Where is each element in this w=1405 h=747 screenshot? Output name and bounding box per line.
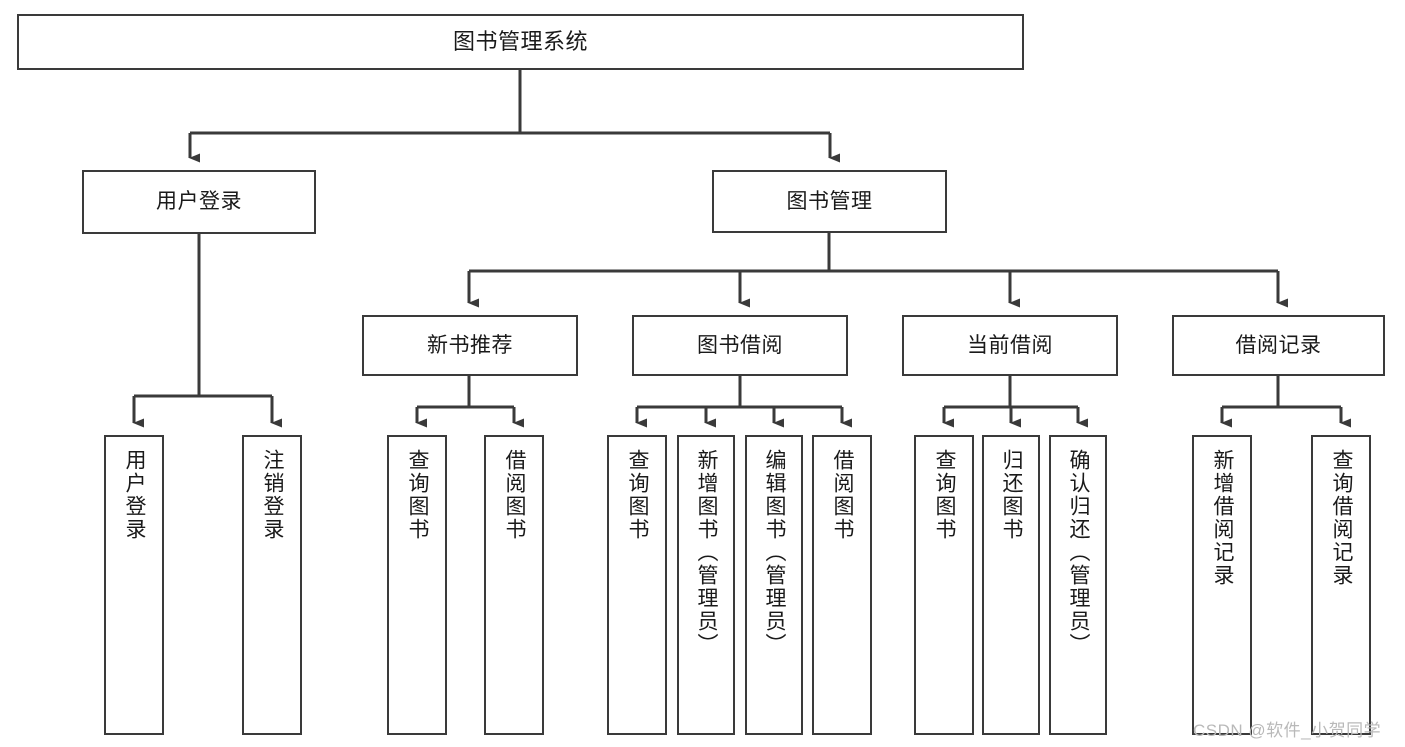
node-leaf-confirm-return[interactable]: 确认归还（管理员） bbox=[1049, 435, 1107, 735]
node-book-manage-label: 图书管理 bbox=[786, 189, 873, 213]
node-leaf-query-record[interactable]: 查询借阅记录 bbox=[1311, 435, 1371, 735]
node-root-system[interactable]: 图书管理系统 bbox=[17, 14, 1024, 70]
node-user-login-label: 用户登录 bbox=[156, 190, 242, 214]
node-user-login[interactable]: 用户登录 bbox=[82, 170, 316, 234]
node-leaf-return-book[interactable]: 归还图书 bbox=[982, 435, 1040, 735]
node-leaf-query-record-label: 查询借阅记录 bbox=[1330, 449, 1354, 587]
node-book-manage[interactable]: 图书管理 bbox=[712, 170, 947, 233]
node-leaf-query-book-2[interactable]: 查询图书 bbox=[607, 435, 667, 735]
node-leaf-query-book-2-label: 查询图书 bbox=[626, 449, 650, 541]
node-leaf-edit-book-label: 编辑图书（管理员） bbox=[763, 449, 787, 656]
node-leaf-confirm-return-label: 确认归还（管理员） bbox=[1067, 449, 1091, 656]
node-root-system-label: 图书管理系统 bbox=[452, 28, 588, 54]
csdn-watermark: CSDN @软件_小贺同学 bbox=[1193, 721, 1382, 740]
node-leaf-borrow-book-1-label: 借阅图书 bbox=[503, 449, 527, 541]
node-new-book-recommend-label: 新书推荐 bbox=[427, 333, 513, 357]
node-current-borrow-label: 当前借阅 bbox=[967, 333, 1053, 357]
node-leaf-add-book[interactable]: 新增图书（管理员） bbox=[677, 435, 735, 735]
node-leaf-query-book-1[interactable]: 查询图书 bbox=[387, 435, 447, 735]
node-leaf-add-record[interactable]: 新增借阅记录 bbox=[1192, 435, 1252, 735]
node-book-borrow-label: 图书借阅 bbox=[697, 333, 783, 357]
node-new-book-recommend[interactable]: 新书推荐 bbox=[362, 315, 578, 376]
node-leaf-edit-book[interactable]: 编辑图书（管理员） bbox=[745, 435, 803, 735]
node-current-borrow[interactable]: 当前借阅 bbox=[902, 315, 1118, 376]
node-leaf-return-book-label: 归还图书 bbox=[1000, 449, 1024, 541]
node-leaf-query-book-1-label: 查询图书 bbox=[406, 449, 430, 541]
node-leaf-user-login-label: 用户登录 bbox=[123, 449, 147, 541]
node-leaf-borrow-book-2-label: 借阅图书 bbox=[831, 449, 855, 541]
node-leaf-logout-login-label: 注销登录 bbox=[261, 449, 285, 541]
node-borrow-record-label: 借阅记录 bbox=[1235, 333, 1322, 357]
node-book-borrow[interactable]: 图书借阅 bbox=[632, 315, 848, 376]
node-leaf-query-book-3[interactable]: 查询图书 bbox=[914, 435, 974, 735]
node-leaf-borrow-book-1[interactable]: 借阅图书 bbox=[484, 435, 544, 735]
node-borrow-record[interactable]: 借阅记录 bbox=[1172, 315, 1385, 376]
node-leaf-add-book-label: 新增图书（管理员） bbox=[695, 449, 719, 656]
node-leaf-borrow-book-2[interactable]: 借阅图书 bbox=[812, 435, 872, 735]
node-leaf-add-record-label: 新增借阅记录 bbox=[1211, 449, 1235, 587]
node-leaf-user-login[interactable]: 用户登录 bbox=[104, 435, 164, 735]
node-leaf-logout-login[interactable]: 注销登录 bbox=[242, 435, 302, 735]
node-leaf-query-book-3-label: 查询图书 bbox=[933, 449, 957, 541]
